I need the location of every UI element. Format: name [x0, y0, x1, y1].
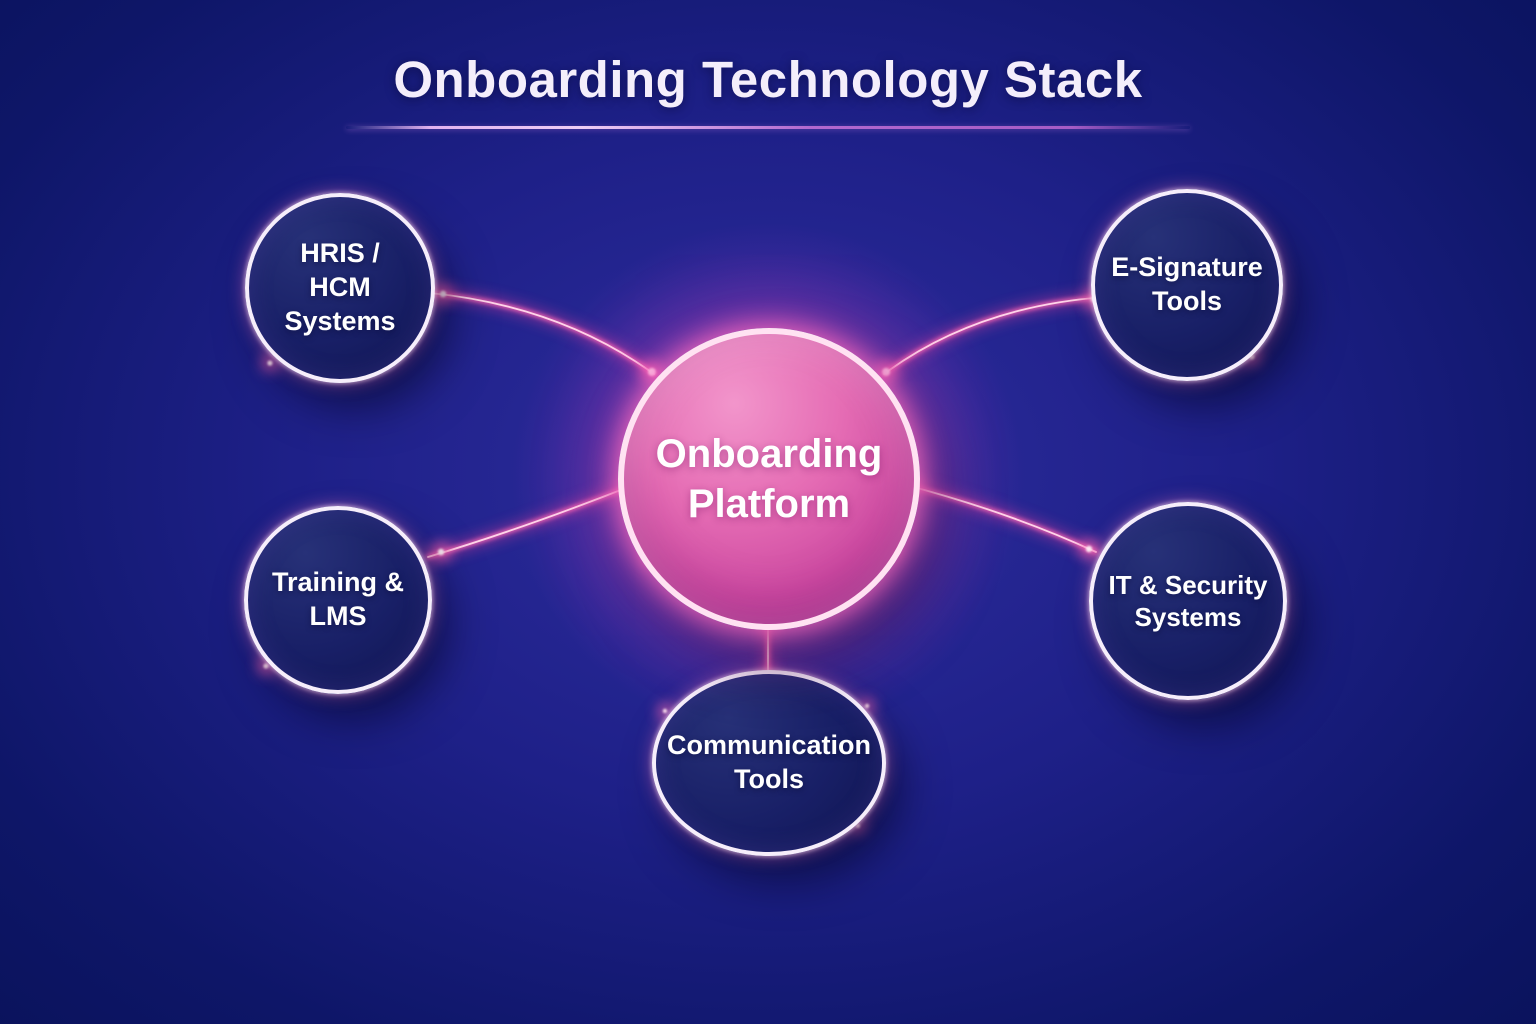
page-title: Onboarding Technology Stack: [393, 51, 1143, 108]
node-it-security-systems: IT & Security Systems: [1089, 502, 1287, 700]
node-onboarding-platform: Onboarding Platform: [618, 328, 920, 630]
title-underline: [346, 126, 1190, 129]
node-training-lms: Training & LMS: [244, 506, 432, 694]
node-label: Communication Tools: [666, 730, 871, 794]
node-label: E-Signature Tools: [1111, 252, 1263, 316]
node-e-signature-tools: E-Signature Tools: [1091, 189, 1283, 381]
node-label: Onboarding Platform: [655, 432, 883, 526]
node-label: Training & LMS: [271, 567, 404, 631]
node-communication-tools: Communication Tools: [652, 670, 886, 856]
node-hris-hcm-systems: HRIS / HCM Systems: [245, 193, 435, 383]
node-label: IT & Security Systems: [1108, 569, 1268, 633]
node-label: HRIS / HCM Systems: [284, 238, 396, 336]
